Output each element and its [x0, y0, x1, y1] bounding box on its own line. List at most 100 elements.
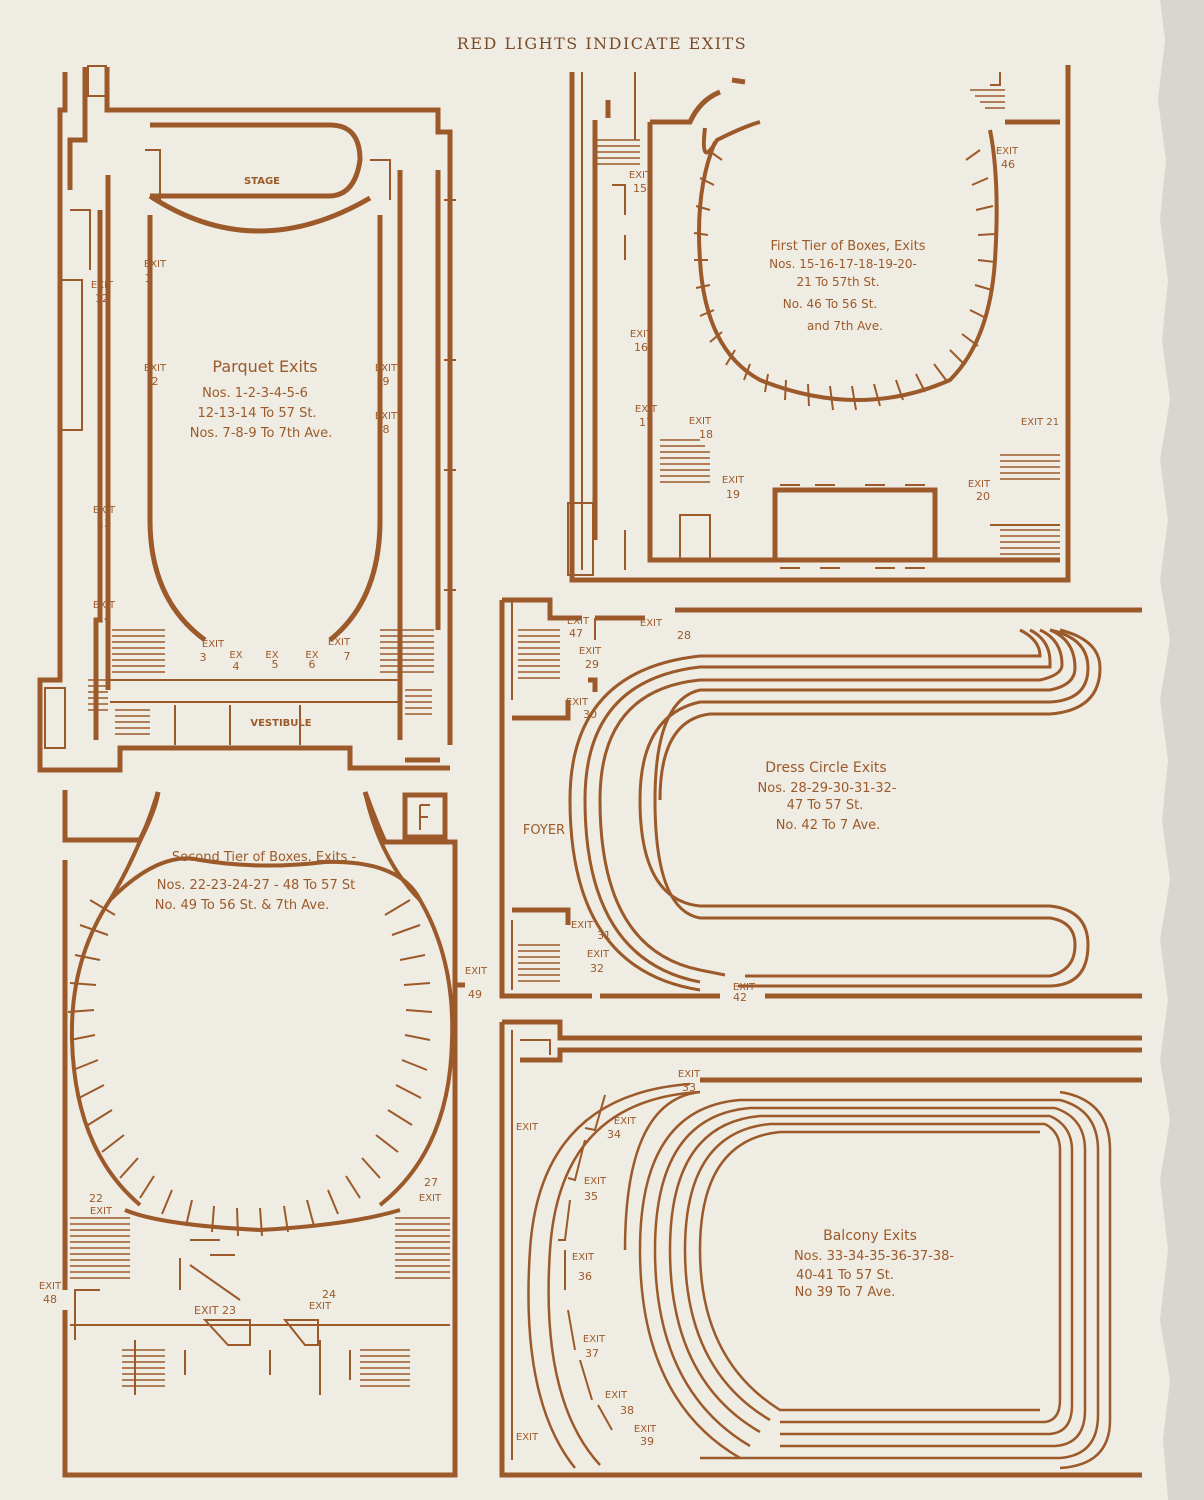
exit-18-top: EXIT [689, 416, 712, 427]
second-tier-box-dividers [67, 899, 433, 1301]
exit-17-number: 17 [639, 416, 653, 429]
first-tier-plan: First Tier of Boxes, Exits Nos. 15-16-17… [567, 65, 1071, 583]
exit-46-top: EXIT [996, 146, 1019, 157]
foyer-label: FOYER [523, 823, 565, 838]
exit-32-top: EXIT [587, 949, 610, 960]
exit-38-number: 38 [620, 1404, 634, 1417]
exit-13-top: EXIT [93, 505, 116, 516]
exit-30-number: 30 [583, 708, 597, 721]
exit-48-number: 48 [43, 1293, 57, 1306]
balcony-side-boxes [558, 1094, 613, 1431]
parquet-text: STAGE VESTIBULE Parquet Exits Nos. 1-2-3… [91, 176, 398, 729]
second-tier-title: Second Tier of Boxes. Exits - [172, 850, 357, 865]
second-tier-horseshoe [69, 791, 455, 1233]
exit-39-number: 39 [640, 1435, 654, 1448]
second-tier-line-2: No. 49 To 56 St. & 7th Ave. [155, 898, 329, 913]
balcony-plan: Balcony Exits Nos. 33-34-35-36-37-38- 40… [499, 1019, 1142, 1478]
parquet-stairs [88, 629, 434, 735]
exit-8-number: 8 [383, 423, 390, 436]
second-tier-line-1: Nos. 22-23-24-27 - 48 To 57 St [157, 878, 355, 893]
exit-3-number: 3 [200, 651, 207, 664]
exit-36-top: EXIT [572, 1252, 595, 1263]
exit-6-top: EX [305, 650, 318, 661]
exit-28-top: EXIT [640, 618, 663, 629]
exit-23-label: EXIT 23 [194, 1304, 236, 1317]
parquet-thin-lines [44, 65, 456, 749]
balcony-text: Balcony Exits Nos. 33-34-35-36-37-38- 40… [516, 1069, 954, 1448]
exit-34-number: 34 [607, 1128, 621, 1141]
second-tier-stairs [70, 1217, 450, 1387]
exit-38-top: EXIT [605, 1390, 628, 1401]
exit-48-word: EXIT [39, 1281, 62, 1292]
dress-circle-line-3: No. 42 To 7 Ave. [776, 818, 881, 833]
dress-circle-line-2: 47 To 57 St. [787, 798, 864, 813]
exit-31-top: EXIT [571, 920, 594, 931]
balcony-walls [499, 1019, 1142, 1478]
exit-6-number: 6 [309, 658, 316, 671]
balcony-rows [527, 1082, 1112, 1470]
exit-5-top: EX [265, 650, 278, 661]
exit-29-top: EXIT [579, 646, 602, 657]
balcony-title: Balcony Exits [823, 1228, 917, 1244]
exit-2-top: EXIT [144, 363, 167, 374]
exit-27-word: EXIT [419, 1193, 442, 1204]
second-tier-text: Second Tier of Boxes. Exits - Nos. 22-23… [39, 850, 488, 1317]
exit-34-top: EXIT [614, 1116, 637, 1127]
exit-29-number: 29 [585, 658, 599, 671]
first-tier-line-3: No. 46 To 56 St. [783, 297, 878, 311]
exit-9-top: EXIT [375, 363, 398, 374]
dress-circle-walls [499, 597, 1142, 999]
dress-circle-stairs [518, 629, 560, 982]
first-tier-thin-lines [567, 72, 1060, 576]
exit-17-top: EXIT [635, 404, 658, 415]
exit-4-top: EX [229, 650, 242, 661]
exit-9-number: 9 [383, 375, 390, 388]
exit-37-number: 37 [585, 1347, 599, 1360]
exit-2-number: 2 [152, 375, 159, 388]
first-tier-title: First Tier of Boxes, Exits [771, 239, 926, 254]
dress-circle-line-1: Nos. 28-29-30-31-32- [758, 781, 897, 796]
balcony-thin-lines [511, 1030, 551, 1460]
vestibule-label: VESTIBULE [250, 718, 311, 729]
exit-42-top: EXIT [733, 982, 756, 993]
exit-22-number: 22 [89, 1192, 103, 1205]
exit-31-number: 31 [597, 929, 611, 942]
exit-42-number: 42 [733, 991, 747, 1004]
exit-36-number: 36 [578, 1270, 592, 1283]
exit-33-number: 33 [682, 1081, 696, 1094]
exit-16-number: 16 [634, 341, 648, 354]
dress-circle-title: Dress Circle Exits [765, 760, 886, 776]
dress-circle-rows [568, 628, 1102, 992]
parquet-line-1: Nos. 1-2-3-4-5-6 [202, 386, 308, 401]
page-header: RED LIGHTS INDICATE EXITS [456, 34, 748, 53]
first-tier-horseshoe [697, 120, 999, 402]
exit-1-top: EXIT [144, 259, 167, 270]
exit-47-top: EXIT [567, 616, 590, 627]
exit-15-top: EXIT [629, 170, 652, 181]
first-tier-line-1: Nos. 15-16-17-18-19-20- [769, 257, 917, 271]
exit-27-number: 27 [424, 1176, 438, 1189]
parquet-line-2: 12-13-14 To 57 St. [197, 406, 316, 421]
balcony-line-2: 40-41 To 57 St. [796, 1268, 894, 1283]
exit-lower-left: EXIT [516, 1432, 539, 1443]
first-tier-box-dividers [693, 149, 996, 569]
exit-24-number: 24 [322, 1288, 336, 1301]
exit-49-number: 49 [468, 988, 482, 1001]
exit-8-top: EXIT [375, 411, 398, 422]
exit-14-top: EXIT [93, 600, 116, 611]
parquet-seating-outline [147, 215, 383, 643]
exit-12-number: 12 [95, 292, 109, 305]
exit-7-number: 7 [344, 650, 351, 663]
exit-39-top: EXIT [634, 1424, 657, 1435]
parquet-line-3: Nos. 7-8-9 To 7th Ave. [190, 426, 333, 441]
exit-37-top: EXIT [583, 1334, 606, 1345]
torn-page-edge [1158, 0, 1204, 1500]
exit-20-number: 20 [976, 490, 990, 503]
stage [148, 122, 372, 234]
exit-19-number: 19 [726, 488, 740, 501]
balcony-line-3: No 39 To 7 Ave. [795, 1285, 896, 1300]
exit-35-number: 35 [584, 1190, 598, 1203]
exit-22-word: EXIT [90, 1206, 113, 1217]
exit-12-top: EXIT [91, 280, 114, 291]
exit-3-top: EXIT [202, 639, 225, 650]
